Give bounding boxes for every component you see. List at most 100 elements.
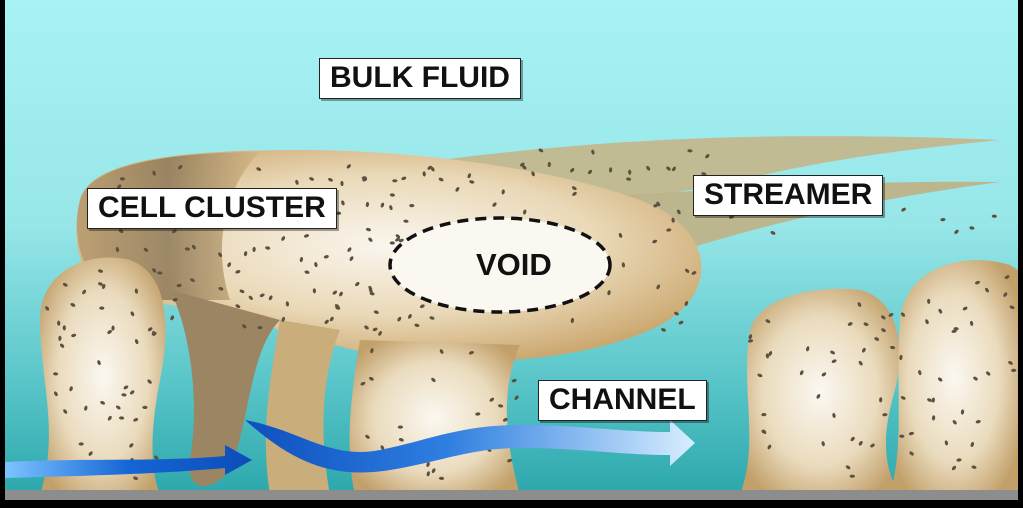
bacterial-cell <box>59 343 65 348</box>
bacterial-cell <box>178 165 183 170</box>
bacterial-cell <box>259 293 265 298</box>
bacterial-cell <box>218 252 223 258</box>
bacterial-cell <box>389 193 395 197</box>
bacterial-cell <box>332 290 338 295</box>
bacterial-cell <box>147 379 152 384</box>
bacterial-cell <box>285 301 290 307</box>
bacterial-cell <box>832 412 836 419</box>
bacterial-cell <box>672 166 676 172</box>
bacterial-cell <box>142 405 148 410</box>
bacterial-cell <box>821 441 825 447</box>
bacterial-cell <box>489 397 495 402</box>
bacterial-cell <box>765 319 771 324</box>
bacterial-cell <box>514 395 519 400</box>
bacterial-cell <box>422 171 426 177</box>
bacterial-cell <box>762 429 767 434</box>
bacterial-cell <box>82 289 87 295</box>
bacterial-cell <box>157 271 163 275</box>
bacterial-cell <box>368 237 373 242</box>
pillar-right-2 <box>890 260 1018 495</box>
bacterial-cell <box>890 345 896 350</box>
bacterial-cell <box>882 413 888 417</box>
bacterial-cell <box>403 219 409 223</box>
bacterial-cell <box>705 154 710 159</box>
bacterial-cell <box>227 262 232 268</box>
bacterial-cell <box>671 217 675 223</box>
bacterial-cell <box>409 203 415 208</box>
bacterial-cell <box>900 312 906 317</box>
bacterial-cell <box>281 316 286 322</box>
bacterial-cell <box>171 229 177 234</box>
bacterial-cell <box>380 202 385 208</box>
bacterial-cell <box>190 278 195 282</box>
bacterial-cell <box>991 214 997 218</box>
bacterial-cell <box>389 205 393 211</box>
bacterial-cell <box>372 327 378 332</box>
bacterial-cell <box>84 405 88 411</box>
bacterial-cell <box>761 412 767 417</box>
bacterial-cell <box>191 244 196 250</box>
bacterial-cell <box>944 440 949 446</box>
bacterial-cell <box>523 209 527 215</box>
bacterial-cell <box>133 476 139 480</box>
bacterial-cell <box>806 346 810 352</box>
bacterial-cell <box>970 441 975 448</box>
bacterial-cell <box>257 325 263 330</box>
bacterial-cell <box>303 234 310 238</box>
bacterial-cell <box>831 359 837 364</box>
bacterial-cell <box>969 320 974 326</box>
bacterial-cell <box>431 468 436 474</box>
bacterial-cell <box>53 372 59 376</box>
bacterial-cell <box>467 173 472 179</box>
bacterial-cell <box>365 434 370 439</box>
bacterial-cell <box>975 280 980 285</box>
bacterial-cell <box>151 332 157 336</box>
bacterial-cell <box>973 376 978 381</box>
bottom-border <box>0 500 1023 508</box>
bacterial-cell <box>511 378 517 383</box>
bacterial-cell <box>341 200 345 206</box>
bacterial-cell <box>937 377 943 382</box>
bacterial-cell <box>666 228 672 232</box>
bacterial-cell <box>239 289 245 294</box>
bacterial-cell <box>365 201 370 208</box>
bacterial-cell <box>256 167 262 171</box>
bacterial-cell <box>674 311 679 316</box>
bacterial-cell <box>728 215 735 219</box>
bacterial-cell <box>570 317 575 324</box>
bacterial-cell <box>661 328 666 332</box>
bacterial-cell <box>971 465 977 469</box>
bacterial-cell <box>252 246 256 252</box>
bacterial-cell <box>830 350 836 355</box>
bacterial-cell <box>927 398 932 402</box>
bacterial-cell <box>340 180 344 187</box>
bacterial-cell <box>646 165 651 171</box>
bacterial-cell <box>439 349 444 354</box>
bacterial-cell <box>952 420 957 425</box>
bacterial-cell <box>111 325 115 331</box>
bacterial-cell <box>426 461 430 468</box>
bacterial-cell <box>349 256 354 261</box>
bacterial-cell <box>97 269 104 273</box>
bacterial-cell <box>572 191 577 196</box>
bacterial-cell <box>78 442 84 446</box>
bacterial-cell <box>881 315 886 320</box>
bacterial-cell <box>687 149 693 153</box>
bacterial-cell <box>118 229 124 234</box>
bacterial-cell <box>570 168 575 173</box>
bacterial-cell <box>107 330 112 334</box>
bacterial-cell <box>62 325 66 331</box>
bacterial-cell <box>401 176 407 181</box>
streamer-label: STREAMER <box>693 175 884 216</box>
bacterial-cell <box>134 288 139 294</box>
bacterial-cell <box>339 291 343 297</box>
bacterial-cell <box>101 283 106 290</box>
bacterial-cell <box>143 247 149 252</box>
bacterial-cell <box>123 385 129 390</box>
bacterial-cell <box>1004 275 1010 280</box>
bacterial-cell <box>98 282 103 286</box>
bacterial-cell <box>115 405 121 410</box>
bacterial-cell <box>119 177 125 181</box>
bacterial-cell <box>522 165 527 170</box>
bacterial-cell <box>850 436 855 442</box>
